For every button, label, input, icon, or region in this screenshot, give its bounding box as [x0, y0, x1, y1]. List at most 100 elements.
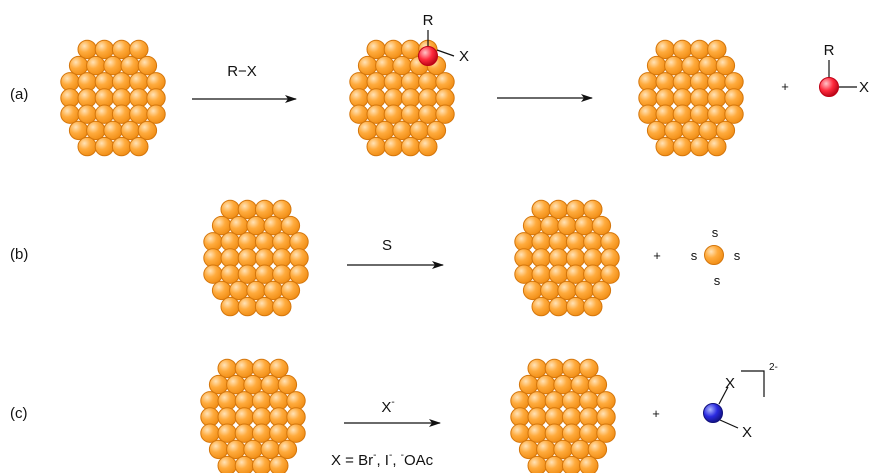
gold-atom: [531, 199, 551, 220]
gold-atom: [553, 374, 573, 395]
gold-atom: [664, 55, 684, 76]
gold-atom: [146, 104, 166, 124]
gold-atom: [548, 296, 569, 317]
gold-atom: [234, 407, 255, 427]
gold-atom: [418, 104, 438, 124]
gold-atom: [217, 423, 237, 443]
gold-atom: [277, 439, 298, 460]
gold-atom: [251, 407, 272, 427]
gold-atom: [60, 104, 80, 124]
gold-atom: [357, 120, 378, 141]
gold-atom: [587, 439, 608, 460]
gold-atom: [220, 248, 240, 268]
gold-atom: [272, 264, 292, 284]
gold-atom: [366, 104, 386, 124]
gold-atom: [724, 104, 744, 124]
gold-atom: [129, 136, 149, 157]
gold-atom: [208, 439, 229, 460]
gold-atom: [655, 104, 675, 124]
gold-atom: [234, 423, 255, 443]
gold-atom: [200, 391, 220, 411]
gold-nanocluster: [60, 39, 166, 157]
gold-atom: [272, 296, 292, 317]
gold-atom: [707, 72, 727, 92]
gold-atom: [579, 407, 599, 427]
gold-atom: [527, 358, 547, 379]
gold-atom: [349, 88, 369, 108]
gold-atom: [103, 55, 123, 76]
gold-atom: [220, 296, 240, 317]
gold-atom: [548, 199, 569, 220]
gold-atom: [246, 280, 266, 301]
rx-product: R X: [819, 42, 869, 97]
gold-atom: [129, 39, 149, 60]
gold-atom: [229, 280, 249, 301]
gold-atom: [111, 136, 132, 157]
gold-atom: [531, 248, 551, 268]
gold-atom: [366, 88, 386, 108]
row-b-label: (b): [10, 246, 28, 263]
sulfur-label-left: s: [691, 248, 698, 263]
gold-atom: [531, 296, 551, 317]
row-a-label: (a): [10, 86, 28, 103]
gold-atom: [237, 232, 258, 252]
gold-atom: [724, 88, 744, 108]
gold-atom: [510, 391, 530, 411]
gold-atom: [286, 391, 306, 411]
gold-atom: [94, 104, 115, 124]
gold-atom: [60, 88, 80, 108]
charge-label: 2-: [769, 362, 778, 373]
gold-atom: [527, 423, 547, 443]
condition-text: X = Br-, I-, -OAc: [331, 450, 434, 469]
gold-atom: [217, 358, 237, 379]
gold-atom: [111, 104, 132, 124]
adduct-x-label: X: [459, 48, 469, 65]
gold-atom: [286, 407, 306, 427]
gold-atom: [211, 215, 232, 236]
gold-atom: [111, 39, 132, 60]
gold-atom: [226, 374, 246, 395]
gold-atom: [544, 358, 565, 379]
gold-atom: [77, 136, 97, 157]
gold-atom: [129, 88, 149, 108]
gold-atom: [591, 215, 612, 236]
gold-atom: [527, 391, 547, 411]
gold-atom: [548, 248, 569, 268]
sulfur-label-right: s: [734, 248, 741, 263]
gold-atom: [557, 280, 577, 301]
gold-atom: [435, 88, 455, 108]
gold-nanocluster: [510, 358, 616, 473]
red-atom: [418, 46, 438, 66]
gold-atom: [540, 280, 560, 301]
gold-atom: [129, 104, 149, 124]
gold-atom: [120, 120, 140, 141]
gold-atom: [269, 423, 289, 443]
gold-atom: [583, 232, 603, 252]
gold-atom: [254, 264, 275, 284]
dihalide-complex: X X 2-: [703, 362, 778, 441]
gold-atom: [269, 358, 289, 379]
gold-atom: [638, 88, 658, 108]
gold-atom: [349, 72, 369, 92]
gold-atom: [68, 120, 89, 141]
gold-atom: [544, 407, 565, 427]
product-x-label: X: [859, 79, 869, 96]
gold-atom: [655, 72, 675, 92]
gold-atom: [596, 423, 616, 443]
gold-atom: [579, 455, 599, 473]
gold-atom: [251, 391, 272, 411]
gold-atom: [280, 215, 301, 236]
gold-atom: [638, 104, 658, 124]
gold-atom: [579, 358, 599, 379]
gold-atom: [375, 120, 395, 141]
charge-bracket: [741, 370, 765, 397]
gold-atom: [263, 280, 283, 301]
gold-atom: [655, 136, 675, 157]
gold-atom: [522, 215, 543, 236]
gold-atom: [94, 88, 115, 108]
gold-atom: [383, 136, 404, 157]
gold-atom: [672, 136, 693, 157]
gold-atom: [217, 455, 237, 473]
gold-atom: [664, 120, 684, 141]
gold-atom: [638, 72, 658, 92]
